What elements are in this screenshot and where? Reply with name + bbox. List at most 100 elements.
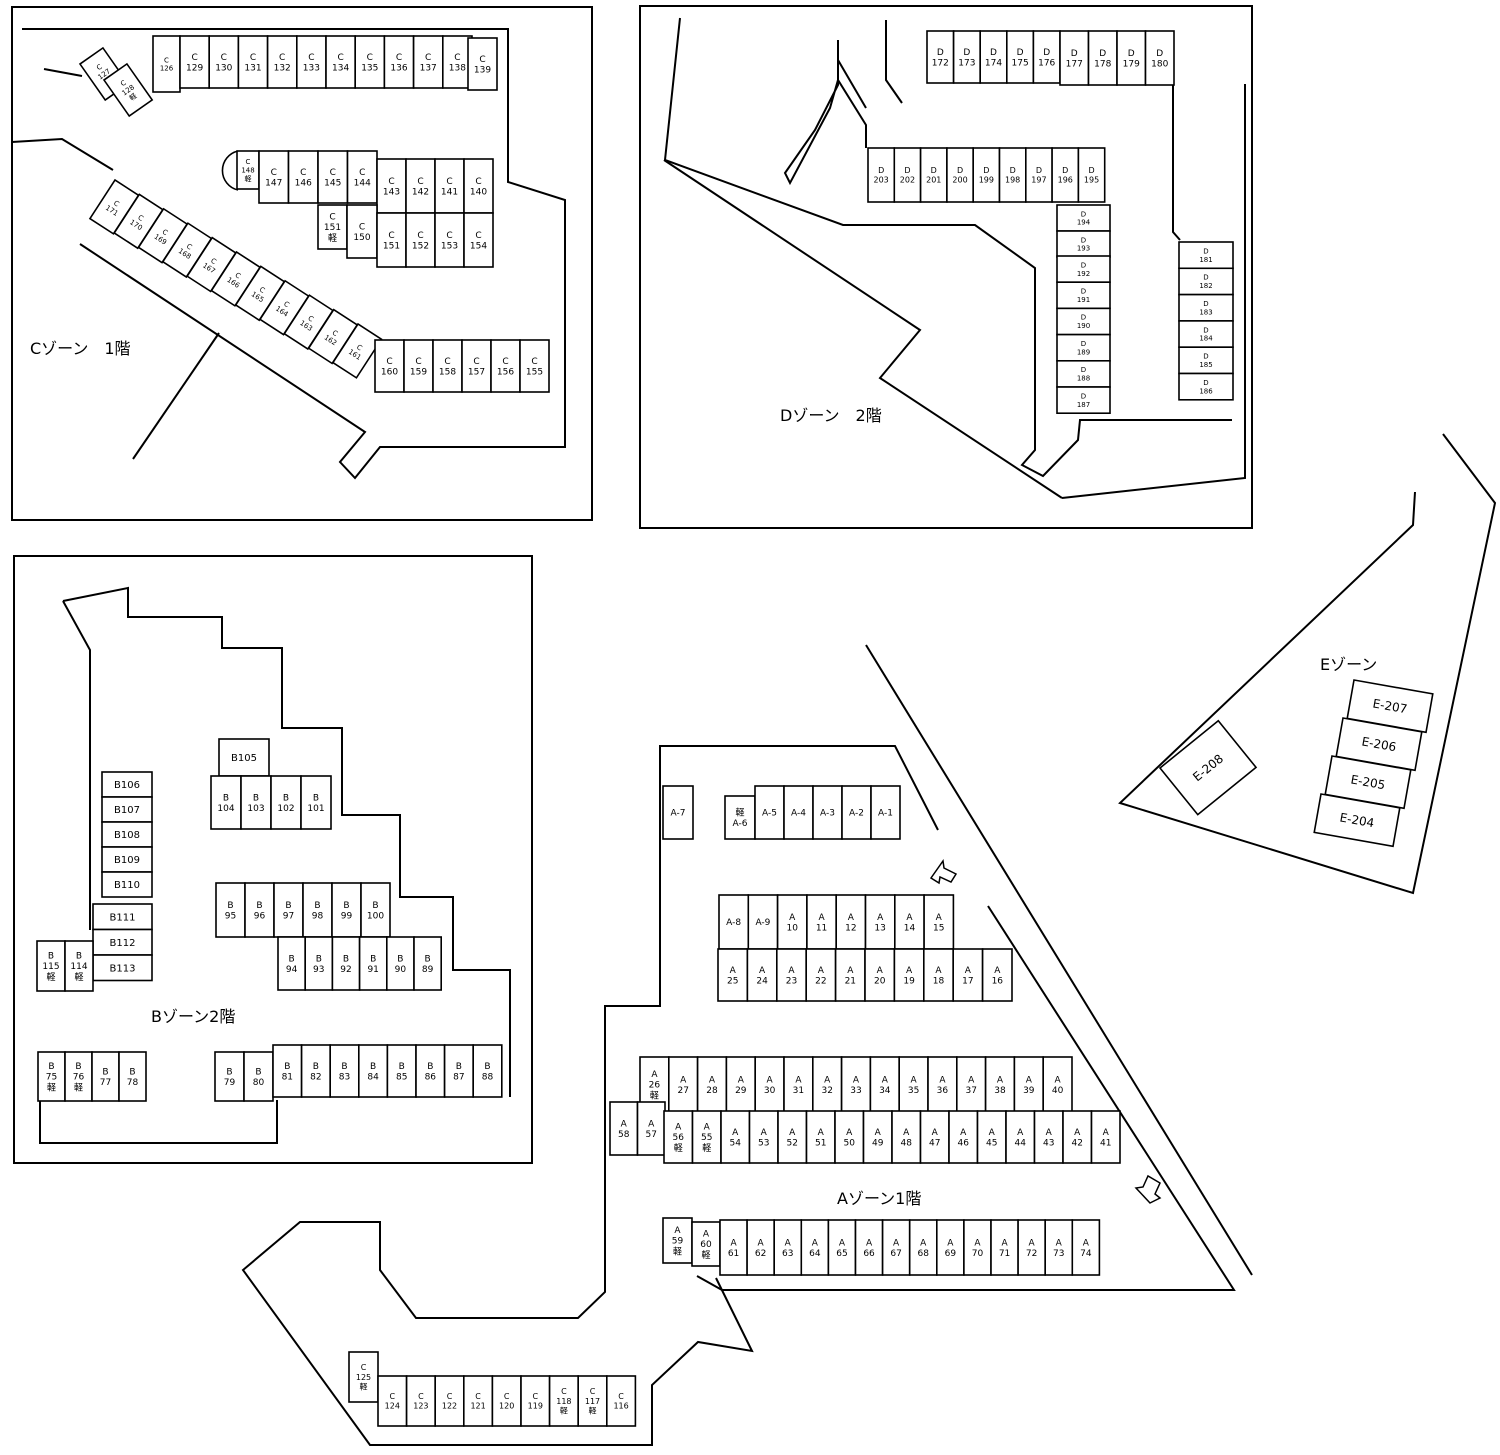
parking-spot-a10[interactable]: A10 (776, 894, 808, 950)
parking-spot-a62[interactable]: A62 (746, 1219, 775, 1276)
parking-spot-a40[interactable]: A40 (1042, 1056, 1073, 1113)
parking-spot-a27[interactable]: A27 (667, 1056, 699, 1113)
parking-spot-b84[interactable]: B84 (357, 1044, 389, 1098)
parking-spot-a66[interactable]: A66 (854, 1219, 884, 1276)
parking-spot-a65[interactable]: A65 (827, 1219, 857, 1276)
parking-spot-a29[interactable]: A29 (725, 1056, 757, 1113)
parking-spot-b95[interactable]: B95 (215, 882, 246, 938)
parking-spot-b105[interactable]: B105 (218, 738, 270, 777)
parking-spot-a74[interactable]: A74 (1071, 1219, 1101, 1276)
parking-spot-a54[interactable]: A54 (720, 1110, 751, 1164)
parking-spot-b108[interactable]: B108 (101, 821, 153, 848)
parking-spot-b77[interactable]: B77 (91, 1051, 120, 1102)
parking-spot-b89[interactable]: B89 (413, 936, 443, 991)
parking-spot-a7[interactable]: A-7 (662, 785, 694, 840)
parking-spot-b83[interactable]: B83 (329, 1044, 360, 1098)
parking-spot-a24[interactable]: A24 (746, 948, 778, 1002)
parking-spot-b99[interactable]: B99 (331, 882, 362, 938)
parking-spot-b90[interactable]: B90 (385, 936, 415, 991)
parking-spot-a64[interactable]: A64 (800, 1219, 830, 1276)
parking-spot-b92[interactable]: B92 (331, 936, 361, 991)
parking-spot-a47[interactable]: A47 (919, 1110, 950, 1164)
parking-spot-a21[interactable]: A21 (834, 948, 866, 1002)
parking-spot-b109[interactable]: B109 (101, 846, 153, 873)
parking-spot-a36[interactable]: A36 (927, 1056, 958, 1113)
parking-spot-a31[interactable]: A31 (783, 1056, 814, 1113)
parking-spot-a6[interactable]: 軽A-6 (724, 795, 756, 840)
parking-spot-a19[interactable]: A19 (893, 948, 925, 1002)
parking-spot-a9[interactable]: A-9 (747, 894, 779, 950)
parking-spot-e204[interactable]: E-204 (1313, 793, 1401, 848)
parking-spot-a30[interactable]: A30 (754, 1056, 785, 1113)
parking-spot-a58[interactable]: A58 (609, 1101, 639, 1156)
parking-spot-a35[interactable]: A35 (898, 1056, 929, 1113)
parking-spot-a48[interactable]: A48 (891, 1110, 922, 1164)
parking-spot-b87[interactable]: B87 (443, 1044, 475, 1098)
parking-spot-a39[interactable]: A39 (1013, 1056, 1045, 1113)
parking-spot-b112[interactable]: B112 (92, 928, 153, 956)
parking-spot-a63[interactable]: A63 (773, 1219, 803, 1276)
parking-spot-a41[interactable]: A41 (1090, 1110, 1121, 1164)
parking-spot-e205[interactable]: E-205 (1324, 755, 1412, 810)
parking-spot-a8[interactable]: A-8 (718, 894, 750, 950)
parking-spot-a5[interactable]: A-5 (754, 785, 785, 840)
parking-spot-a13[interactable]: A13 (864, 894, 896, 950)
parking-spot-a18[interactable]: A18 (922, 948, 954, 1002)
parking-spot-a4[interactable]: A-4 (783, 785, 814, 840)
parking-spot-b81[interactable]: B81 (272, 1044, 303, 1098)
parking-spot-a38[interactable]: A38 (984, 1056, 1016, 1113)
parking-spot-a3[interactable]: A-3 (812, 785, 843, 840)
parking-spot-a1[interactable]: A-1 (870, 785, 901, 840)
parking-spot-a61[interactable]: A61 (719, 1219, 748, 1276)
parking-spot-b91[interactable]: B91 (358, 936, 388, 991)
parking-spot-b88[interactable]: B88 (472, 1044, 503, 1098)
